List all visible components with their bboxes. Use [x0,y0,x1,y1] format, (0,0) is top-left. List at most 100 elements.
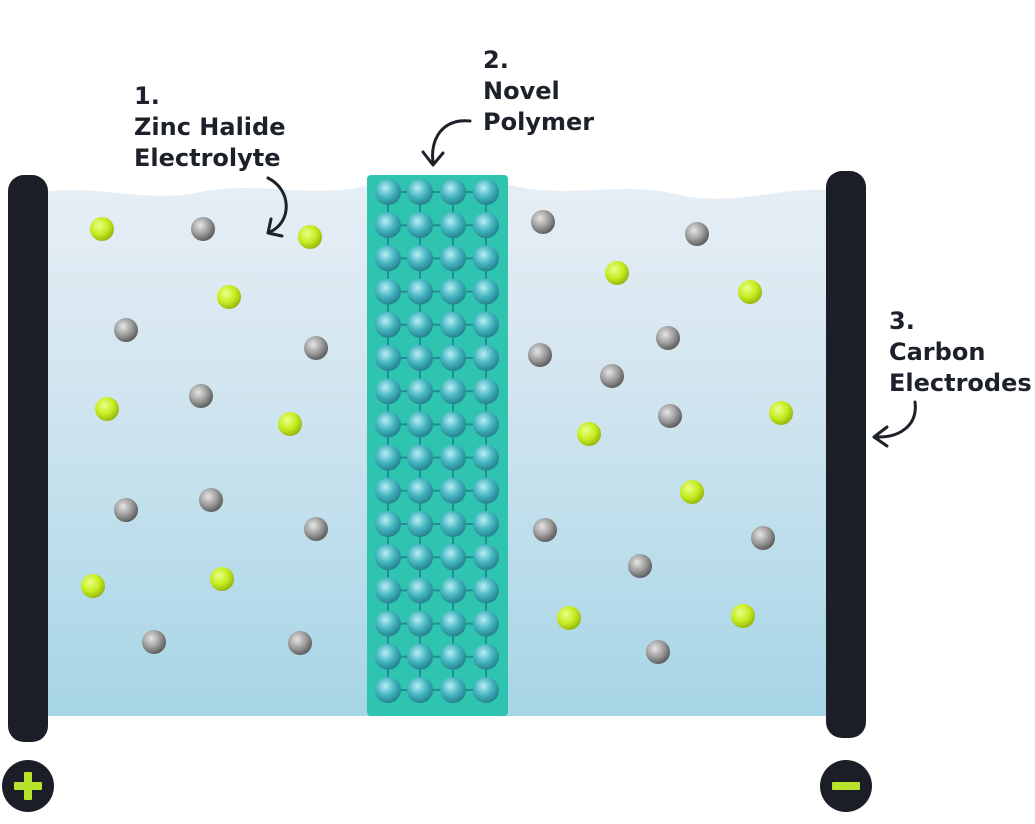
ion-gray [528,343,552,367]
label-electrolyte: 1. Zinc Halide Electrolyte [134,81,286,174]
polymer-bead [440,179,466,205]
polymer-bead [440,345,466,371]
polymer-bead [440,643,466,670]
polymer-bead [440,212,466,239]
polymer-bead [473,511,499,537]
ion-green [738,280,762,304]
polymer-bead [375,411,401,438]
arrow-to-polymer-icon [421,119,472,167]
polymer-bead [375,610,401,637]
polymer-bead [440,378,466,405]
polymer-bead [440,245,466,272]
polymer-bead [407,643,433,670]
ion-gray [646,640,670,664]
arrow-to-electrode-icon [872,400,917,448]
ion-gray [114,498,138,522]
ion-green [731,604,755,628]
ion-gray [288,631,312,655]
ion-green [278,412,302,436]
label-electrodes-line1: Carbon [889,338,986,366]
label-polymer-line2: Polymer [483,108,595,136]
polymer-bead [473,544,499,571]
polymer-bead [407,212,433,239]
polymer-bead [473,444,499,471]
label-electrodes: 3. Carbon Electrodes [889,306,1032,399]
label-electrolyte-line2: Electrolyte [134,144,281,172]
polymer-bead [440,577,466,604]
polymer-bead [440,311,466,338]
polymer-bead [440,511,466,537]
label-electrodes-number: 3. [889,307,915,335]
polymer-bead [473,245,499,272]
polymer-bead [375,179,401,205]
polymer-bead [407,444,433,471]
polymer-bead [407,477,433,504]
ion-gray [658,404,682,428]
polymer-bead [440,411,466,438]
ion-green [769,401,793,425]
polymer-bead [407,577,433,604]
ion-gray [685,222,709,246]
polymer-lattice [375,179,499,703]
polymer-bead [473,278,499,305]
polymer-bead [473,179,499,205]
ion-particles [81,210,793,664]
ion-green [557,606,581,630]
polymer-bead [473,378,499,405]
polymer-bead [473,477,499,504]
polymer-bead [473,643,499,670]
ion-gray [628,554,652,578]
ion-green [680,480,704,504]
polymer-bead [375,245,401,272]
ion-green [81,574,105,598]
polymer-separator [367,175,508,716]
polymer-bead [375,477,401,504]
polymer-bead [375,577,401,604]
polymer-bead [375,345,401,371]
label-polymer-number: 2. [483,46,509,74]
polymer-bead [375,677,401,703]
polymer-bead [375,544,401,571]
polymer-bead [407,311,433,338]
polymer-bead [473,212,499,239]
ion-green [298,225,322,249]
label-electrodes-line2: Electrodes [889,369,1032,397]
positive-electrode [8,175,48,742]
ion-gray [199,488,223,512]
polymer-bead [375,643,401,670]
label-polymer-line1: Novel [483,77,560,105]
polymer-bead [473,345,499,371]
ion-gray [114,318,138,342]
polymer-bead [473,677,499,703]
polymer-bead [473,610,499,637]
label-electrolyte-line1: Zinc Halide [134,113,286,141]
polymer-bead [375,444,401,471]
ion-green [90,217,114,241]
polymer-bead [375,278,401,305]
polymer-bead [407,610,433,637]
polymer-bead [473,411,499,438]
minus-icon [832,782,860,790]
negative-terminal [820,760,872,812]
polymer-bead [375,311,401,338]
ion-gray [304,517,328,541]
polymer-bead [407,411,433,438]
polymer-bead [375,212,401,239]
polymer-bead [407,544,433,571]
polymer-bead [473,577,499,604]
polymer-bead [407,278,433,305]
negative-electrode [826,171,866,738]
ion-green [577,422,601,446]
label-polymer: 2. Novel Polymer [483,45,594,138]
ion-green [210,567,234,591]
polymer-bead [440,677,466,703]
polymer-bead [440,444,466,471]
ion-gray [751,526,775,550]
polymer-bead [440,610,466,637]
polymer-bead [473,311,499,338]
polymer-bead [407,179,433,205]
polymer-bead [440,477,466,504]
polymer-bead [440,544,466,571]
ion-gray [189,384,213,408]
